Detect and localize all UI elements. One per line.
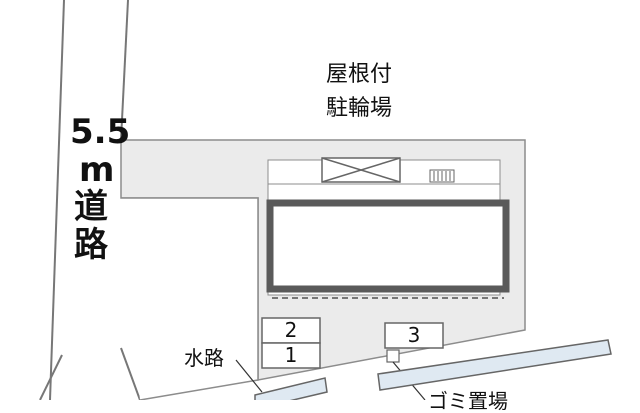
waterway-left	[254, 377, 328, 410]
site-map: 5.5 m 道 路 屋根付 駐輪場 2 1 3 水路 ゴミ置場	[39, 0, 612, 413]
waterway-leader-line	[235, 359, 263, 393]
parking-space-3-number: 3	[407, 323, 421, 347]
road-name-char-1: 道	[74, 187, 108, 227]
parking-space-1	[261, 342, 321, 369]
parking-space-1-number: 1	[284, 343, 298, 367]
meter-box	[429, 169, 455, 183]
road-unit-label: m	[79, 150, 115, 190]
garbage-box	[386, 349, 400, 363]
site-map-drawing	[39, 0, 612, 410]
road-width-label: 5.5	[70, 112, 131, 152]
garbage-area-label: ゴミ置場	[428, 389, 508, 413]
road-edges	[39, 0, 141, 401]
neighbor-lot	[121, 197, 259, 401]
bike-parking-shelter	[321, 157, 401, 183]
bike-parking-label-line1: 屋根付	[326, 62, 393, 87]
parking-space-3	[384, 322, 444, 349]
apartment-building	[266, 199, 510, 293]
waterway-right	[377, 339, 612, 391]
waterway-label: 水路	[184, 346, 224, 370]
road-name-char-2: 路	[74, 225, 108, 265]
parking-space-2-number: 2	[284, 318, 298, 342]
bike-parking-label-line2: 駐輪場	[326, 96, 393, 121]
